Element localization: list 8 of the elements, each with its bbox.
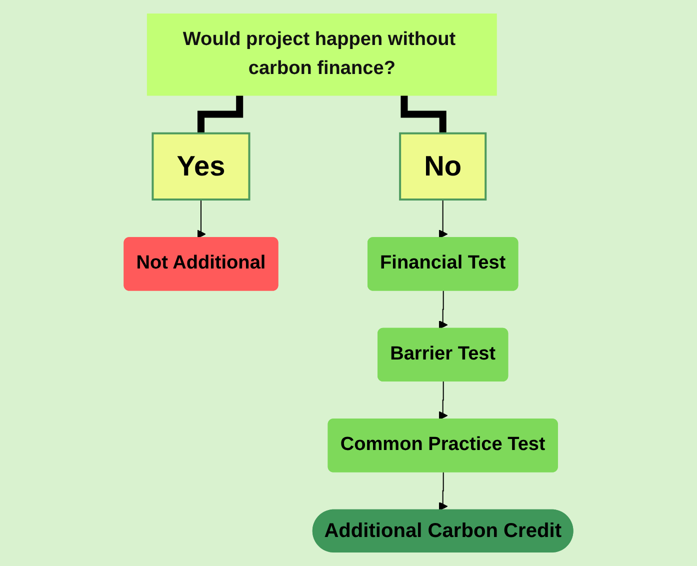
arrow <box>438 382 448 420</box>
node-box: Yes <box>152 132 250 201</box>
arrow <box>438 290 448 330</box>
arrow <box>438 472 448 511</box>
node-box: Would project happen without carbon finance? <box>146 14 497 96</box>
node-box: No <box>399 132 487 201</box>
arrow <box>438 200 448 239</box>
arrow <box>196 200 206 239</box>
